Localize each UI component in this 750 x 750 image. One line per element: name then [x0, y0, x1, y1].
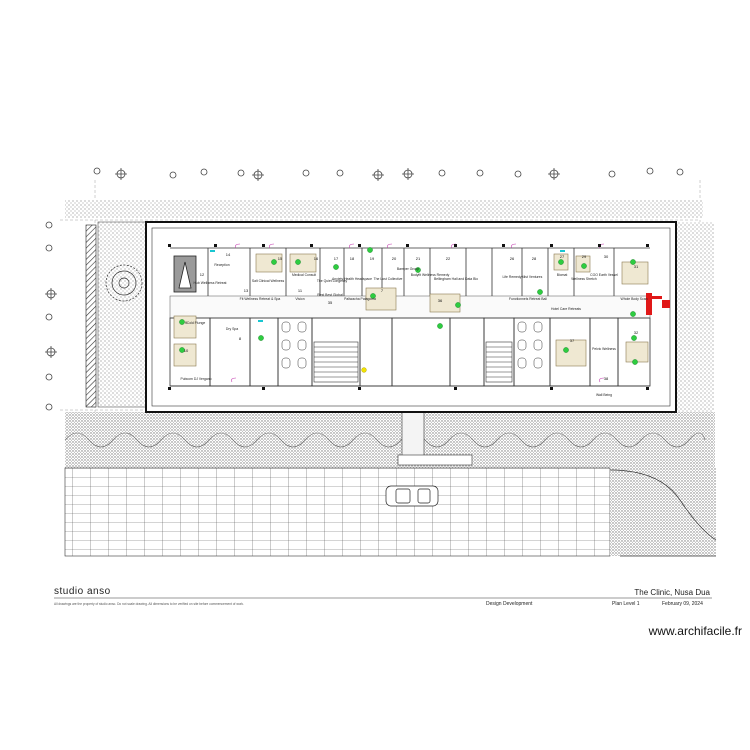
room-label: Vision — [295, 297, 304, 301]
room-label: Bodyfit Wellness Remedy — [411, 273, 450, 277]
room-number: 38 — [604, 376, 609, 381]
room-number: 36 — [438, 298, 443, 303]
wc-blocks — [281, 321, 543, 369]
room-number: 15 — [278, 256, 283, 261]
room-label: Wall Being — [596, 393, 612, 397]
room-number: 29 — [582, 254, 587, 259]
room-label: Rest Best Global — [317, 293, 343, 297]
room-label: Fit Wellness Retreat & Spa — [240, 297, 281, 301]
south-room-walls — [169, 317, 651, 387]
door-swings — [231, 243, 605, 383]
building-inner — [151, 227, 671, 407]
room-number: 35 — [328, 300, 333, 305]
room-label: Cold Plunge — [187, 321, 206, 325]
room-number: 10 — [184, 348, 189, 353]
room-number: 9 — [185, 320, 188, 325]
room-label: Functionnels Retreat Bali — [509, 297, 547, 301]
room-label: Anxiety Health Headspace — [332, 277, 372, 281]
drawing-date: February 09, 2024 — [662, 601, 703, 607]
room-number: 30 — [604, 254, 609, 259]
room-number: 22 — [446, 256, 451, 261]
cyan-markers — [210, 250, 565, 322]
room-number: 26 — [510, 256, 515, 261]
yellow-marker — [361, 367, 367, 373]
room-number: 13 — [244, 288, 249, 293]
room-number: 32 — [634, 330, 639, 335]
entry-canopy — [397, 454, 473, 466]
room-label: The Quiet Longevity — [317, 279, 348, 283]
room-number: 28 — [532, 256, 537, 261]
room-number: 27 — [560, 254, 565, 259]
room-label: Salt Clinical Wellness — [252, 279, 285, 283]
grid-markers-top — [93, 167, 684, 181]
room-label: COO Earth Vessel — [590, 273, 618, 277]
road-grid — [64, 467, 611, 557]
studio-name: studio anso — [54, 586, 111, 597]
room-number: 20 — [392, 256, 397, 261]
room-label: Hub Wellness Retreat — [194, 281, 227, 285]
sheet-title: Plan Level 1 — [612, 601, 640, 607]
room-label: Medical Consult — [292, 273, 316, 277]
site-bottom-band — [65, 412, 715, 468]
lift-core — [173, 255, 197, 293]
project-phase: Design Development — [486, 601, 533, 607]
fire-equipment — [646, 293, 670, 315]
room-number: 31 — [634, 264, 639, 269]
room-labels: Salt Clinical Wellness 15 Medical Consul… — [180, 252, 647, 397]
room-number: 19 — [370, 256, 375, 261]
left-boundary-wall — [85, 224, 97, 408]
car-symbol — [385, 485, 439, 507]
room-label: Life Remedy — [502, 275, 521, 279]
site-right-strip — [676, 222, 714, 412]
site-garden — [97, 221, 147, 408]
room-label: Bellingham Hall and Data Bio — [434, 277, 478, 281]
disclaimer-text: All drawings are the property of studio … — [54, 602, 244, 606]
room-label: Bamper Group — [397, 267, 419, 271]
room-number: 21 — [416, 256, 421, 261]
room-label: Pelvic Wellness — [592, 347, 616, 351]
stair-west — [313, 341, 359, 383]
room-number: 37 — [570, 338, 575, 343]
room-label: Reception — [214, 263, 229, 267]
road-right — [610, 468, 716, 556]
room-number: 11 — [298, 288, 303, 293]
grid-markers-left — [45, 221, 57, 411]
room-number: 16 — [314, 256, 319, 261]
room-label: Wellness Stretch — [571, 277, 596, 281]
north-room-walls — [170, 247, 650, 296]
equipment-markers — [179, 247, 638, 365]
room-label: Hotel Care Retreats — [551, 307, 581, 311]
room-number: 14 — [226, 252, 231, 257]
room-number: 7 — [381, 288, 384, 293]
room-number: 18 — [350, 256, 355, 261]
room-number: 17 — [334, 256, 339, 261]
room-label: Pubcom DJ Vergano — [180, 377, 211, 381]
room-number: 12 — [200, 272, 205, 277]
entry-walkway — [401, 409, 425, 463]
road-curve — [609, 469, 717, 541]
watermark-text[interactable]: www.archifacile.fr — [648, 624, 742, 638]
landscape-edge — [64, 432, 706, 448]
tree-symbol — [105, 264, 143, 302]
room-label: Dry Spa — [226, 327, 238, 331]
room-label: Paliwacha Patagonia — [344, 297, 376, 301]
columns — [168, 244, 649, 390]
room-label: Mist Ventures — [522, 275, 543, 279]
stair-east — [485, 341, 513, 383]
site-top-strip — [65, 200, 703, 218]
room-label: Biomat — [557, 273, 568, 277]
room-number: 8 — [239, 336, 242, 341]
room-label: Whole Body Scan — [621, 297, 648, 301]
project-title: The Clinic, Nusa Dua — [634, 588, 710, 597]
room-label: The Lost Collective — [374, 277, 403, 281]
